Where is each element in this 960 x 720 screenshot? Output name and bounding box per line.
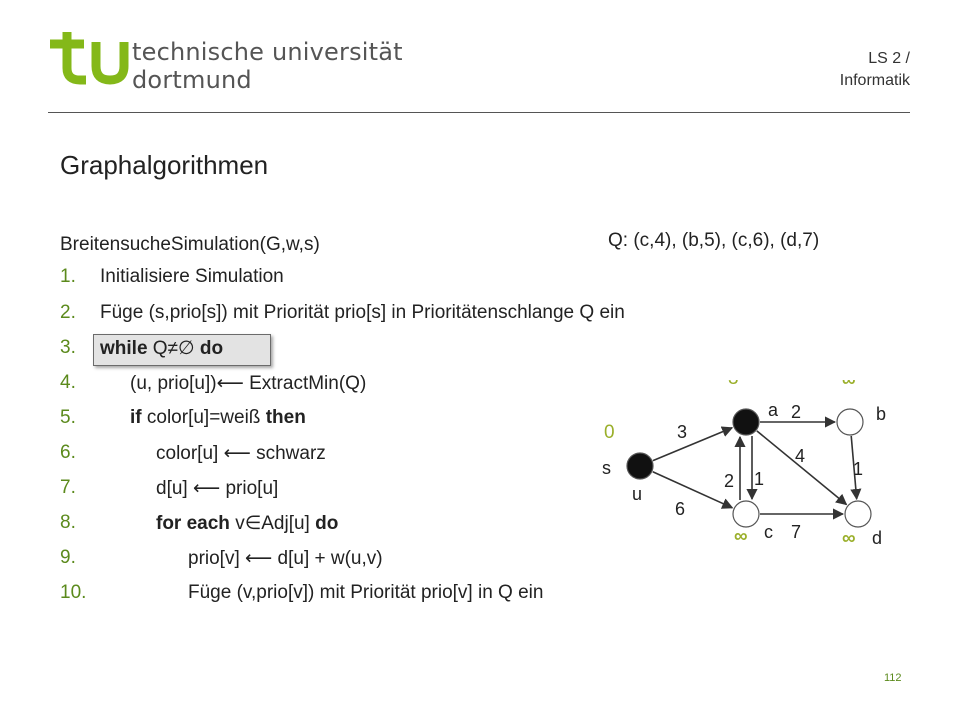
code-text: Q≠∅ (152, 338, 200, 359)
edge-weight-c-d: 7 (791, 522, 801, 542)
line-number: 10. (60, 582, 87, 603)
keyword: if (130, 407, 147, 428)
code-text: (u, prio[u])⟵ ExtractMin(Q) (130, 373, 367, 394)
node-s (626, 452, 654, 480)
university-name-line1: technische universität (132, 38, 403, 66)
slide-title: Graphalgorithmen (60, 150, 269, 180)
line-code: color[u] ⟵ schwarz (156, 442, 326, 465)
edge-weight-s-a: 3 (677, 422, 687, 442)
line-code: if color[u]=weiß then (130, 407, 306, 429)
node-c (732, 500, 760, 528)
keyword: do (315, 513, 339, 534)
line-number: 2. (60, 302, 76, 323)
line-code: prio[v] ⟵ d[u] + w(u,v) (188, 547, 383, 570)
line-number: 6. (60, 442, 76, 463)
line-code: d[u] ⟵ prio[u] (156, 477, 278, 500)
graph-diagram: 36241217s0a3b∞c∞d∞u (602, 380, 886, 549)
code-text: prio[v] ⟵ d[u] + w(u,v) (188, 548, 383, 569)
keyword: do (199, 338, 224, 359)
node-label-c: c (764, 522, 773, 542)
line-code: for each v∈Adj[u] do (156, 512, 338, 535)
edge-b-d (850, 435, 862, 501)
algorithm-name: BreitensucheSimulation(G,w,s) (60, 234, 320, 255)
node-dist-c: ∞ (734, 526, 748, 547)
node-a (732, 408, 760, 436)
edge-weight-a-b: 2 (791, 402, 801, 422)
university-name: technische universität dortmund (132, 38, 403, 94)
line-number: 1. (60, 266, 76, 287)
code-text: color[u] ⟵ schwarz (156, 443, 326, 464)
code-text: d[u] ⟵ prio[u] (156, 478, 279, 499)
node-dist-a: 3 (728, 380, 739, 389)
code-text: Füge (v,prio[v]) mit Priorität prio[v] i… (188, 582, 544, 603)
university-name-line2: dortmund (132, 66, 252, 94)
line-number: 5. (60, 407, 76, 428)
current-node-u-label: u (632, 484, 642, 504)
department-line2: Informatik (839, 72, 910, 89)
line-number: 3. (60, 337, 76, 358)
line-number: 4. (60, 372, 76, 393)
line-number: 9. (60, 547, 76, 568)
keyword: for each (156, 513, 236, 534)
line-code: while Q≠∅ do (100, 337, 223, 360)
line-code: Füge (v,prio[v]) mit Priorität prio[v] i… (188, 582, 543, 604)
department-label: LS 2 / Informatik (840, 48, 910, 92)
code-text: Füge (s,prio[s]) mit Priorität prio[s] i… (100, 302, 625, 323)
node-d (844, 500, 872, 528)
department-line1: LS 2 / (868, 50, 910, 67)
line-number: 8. (60, 512, 76, 533)
queue-state: Q: (c,4), (b,5), (c,6), (d,7) (608, 230, 820, 251)
node-dist-b: ∞ (842, 380, 856, 391)
page-number: 112 (884, 672, 902, 684)
edge-weight-s-c: 6 (675, 499, 685, 519)
edge-a-d (756, 430, 848, 506)
code-text: Initialisiere Simulation (100, 266, 284, 287)
edge-s-a (652, 426, 734, 462)
edge-weight-a-c: 1 (754, 469, 764, 489)
current-line-highlight (93, 334, 271, 366)
node-label-d: d (872, 528, 882, 548)
code-text: color[u]=weiß (146, 407, 266, 428)
tu-logo-icon (50, 32, 129, 85)
node-label-a: a (768, 400, 779, 420)
header-divider (48, 112, 910, 113)
keyword: while (100, 338, 153, 359)
node-dist-d: ∞ (842, 528, 856, 549)
code-text: v∈Adj[u] (235, 513, 316, 534)
line-code: (u, prio[u])⟵ ExtractMin(Q) (130, 372, 366, 395)
edge-weight-a-d: 4 (795, 446, 805, 466)
node-label-b: b (876, 404, 886, 424)
edge-weight-c-a: 2 (724, 471, 734, 491)
keyword: then (265, 407, 306, 428)
node-b (836, 408, 864, 436)
line-number: 7. (60, 477, 76, 498)
line-code: Initialisiere Simulation (100, 266, 284, 288)
edge-s-c (652, 471, 734, 509)
node-label-s: s (602, 458, 611, 478)
edge-weight-b-d: 1 (853, 459, 863, 479)
node-dist-s: 0 (604, 422, 615, 443)
line-code: Füge (s,prio[s]) mit Priorität prio[s] i… (100, 302, 625, 324)
